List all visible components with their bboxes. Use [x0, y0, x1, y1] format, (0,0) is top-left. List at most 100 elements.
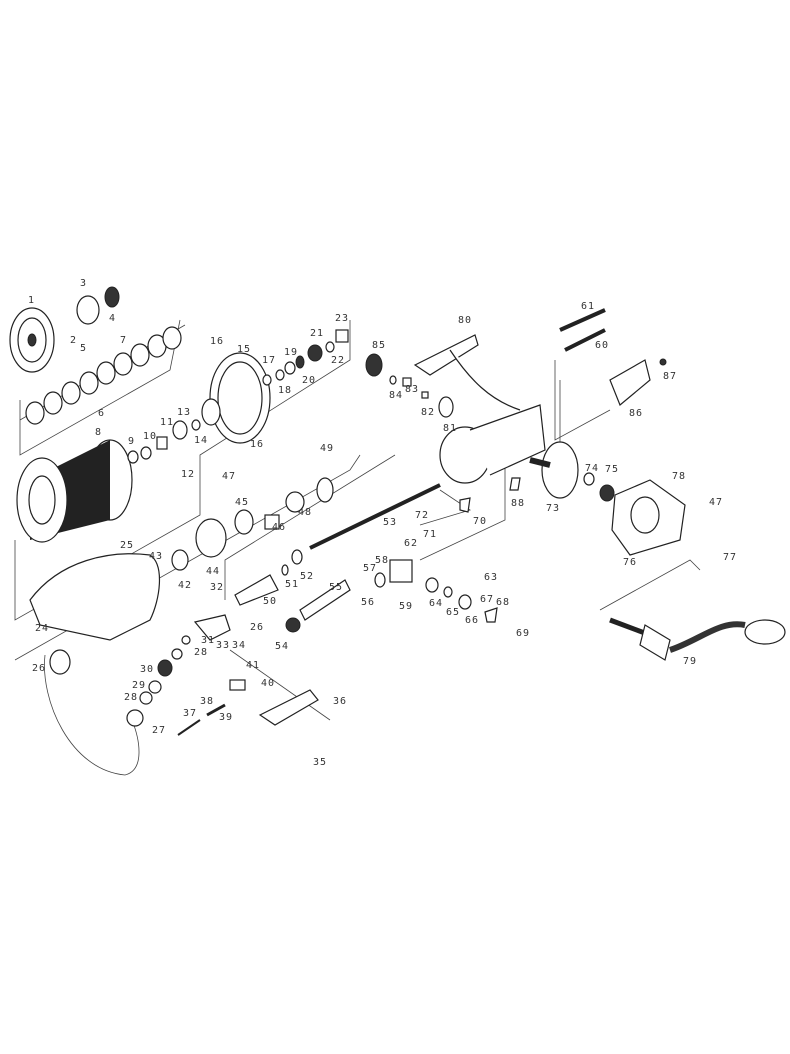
part-number-label: 22 — [331, 355, 345, 366]
part-number-label: 48 — [298, 507, 312, 518]
part-number-label: 72 — [415, 510, 429, 521]
part-number-label: 26 — [32, 663, 46, 674]
part-number-label: 24 — [35, 623, 49, 634]
leader-lines — [14, 319, 701, 721]
part-number-label: 47 — [709, 497, 723, 508]
part-number-label: 38 — [200, 696, 214, 707]
part-number-label: 51 — [285, 579, 299, 590]
part-number-label: 28 — [124, 692, 138, 703]
part-number-label: 57 — [363, 563, 377, 574]
part-number-label: 31 — [201, 635, 215, 646]
part-number-label: 3 — [80, 278, 87, 289]
part-number-label: 1 — [28, 295, 35, 306]
part-number-label: 30 — [140, 664, 154, 675]
part-number-label: 16 — [210, 336, 224, 347]
part-number-label: 60 — [595, 340, 609, 351]
part-number-label: 58 — [375, 555, 389, 566]
part-number-label: 61 — [581, 301, 595, 312]
part-number-label: 63 — [484, 572, 498, 583]
reel-parts — [9, 286, 786, 776]
part-number-label: 84 — [389, 390, 403, 401]
part-number-label: 42 — [178, 580, 192, 591]
part-number-label: 18 — [278, 385, 292, 396]
ring-part — [76, 295, 100, 325]
part-number-label: 33 — [216, 640, 230, 651]
part-number-label: 78 — [672, 471, 686, 482]
part-number-label: 68 — [496, 597, 510, 608]
part-number-label: 81 — [443, 423, 457, 434]
part-number-label: 67 — [480, 594, 494, 605]
part-number-label: 37 — [183, 708, 197, 719]
part-number-label: 44 — [206, 566, 220, 577]
part-number-label: 10 — [143, 431, 157, 442]
part-number-label: 47 — [222, 471, 236, 482]
part-number-label: 54 — [275, 641, 289, 652]
part-number-label: 35 — [313, 757, 327, 768]
part-number-label: 49 — [320, 443, 334, 454]
part-number-label: 56 — [361, 597, 375, 608]
drag-washers — [25, 326, 182, 425]
part-number-label: 23 — [335, 313, 349, 324]
spool-part — [16, 439, 133, 543]
part-number-label: 39 — [219, 712, 233, 723]
part-number-label: 27 — [152, 725, 166, 736]
part-number-label: 29 — [132, 680, 146, 691]
part-number-label: 79 — [683, 656, 697, 667]
drive-gear-part — [541, 441, 579, 499]
drag-knob-part — [104, 286, 120, 308]
part-number-label: 14 — [194, 435, 208, 446]
part-number-label: 36 — [333, 696, 347, 707]
part-number-label: 41 — [246, 660, 260, 671]
part-number-label: 21 — [310, 328, 324, 339]
bail-arm-part — [29, 553, 161, 641]
part-number-label: 20 — [302, 375, 316, 386]
part-number-label: 62 — [404, 538, 418, 549]
part-number-label: 55 — [329, 582, 343, 593]
part-number-label: 85 — [372, 340, 386, 351]
spool-cap-part — [9, 307, 55, 373]
part-number-label: 80 — [458, 315, 472, 326]
part-number-label: 7 — [120, 335, 127, 346]
part-number-label: 9 — [128, 436, 135, 447]
part-number-label: 5 — [80, 343, 87, 354]
handle-part — [609, 617, 786, 661]
part-number-label: 34 — [232, 640, 246, 651]
part-number-label: 65 — [446, 607, 460, 618]
part-number-label: 75 — [605, 464, 619, 475]
part-number-label: 8 — [95, 427, 102, 438]
part-number-label: 59 — [399, 601, 413, 612]
part-number-label: 17 — [262, 355, 276, 366]
part-number-label: 25 — [120, 540, 134, 551]
part-number-label: 52 — [300, 571, 314, 582]
part-number-label: 13 — [177, 407, 191, 418]
rear-cover-part — [609, 359, 651, 406]
part-number-label: 50 — [263, 596, 277, 607]
part-number-label: 32 — [210, 582, 224, 593]
part-number-label: 26 — [250, 622, 264, 633]
rotor-part — [201, 352, 271, 444]
part-number-label: 2 — [70, 335, 77, 346]
part-number-label: 53 — [383, 517, 397, 528]
part-number-label: 46 — [272, 522, 286, 533]
part-number-label: 74 — [585, 463, 599, 474]
part-number-label: 6 — [98, 408, 105, 419]
reel-body-part — [413, 334, 546, 484]
part-number-label: 88 — [511, 498, 525, 509]
part-number-label: 12 — [181, 469, 195, 480]
part-number-label: 19 — [284, 347, 298, 358]
part-number-label: 16 — [250, 439, 264, 450]
part-number-label: 66 — [465, 615, 479, 626]
part-number-label: 71 — [423, 529, 437, 540]
part-number-label: 11 — [160, 417, 174, 428]
part-number-label: 70 — [473, 516, 487, 527]
part-number-label: 77 — [723, 552, 737, 563]
part-number-label: 87 — [663, 371, 677, 382]
part-number-label: 43 — [149, 551, 163, 562]
part-number-label: 83 — [405, 384, 419, 395]
part-number-label: 15 — [237, 344, 251, 355]
part-number-label: 73 — [546, 503, 560, 514]
part-number-label: 28 — [194, 647, 208, 658]
